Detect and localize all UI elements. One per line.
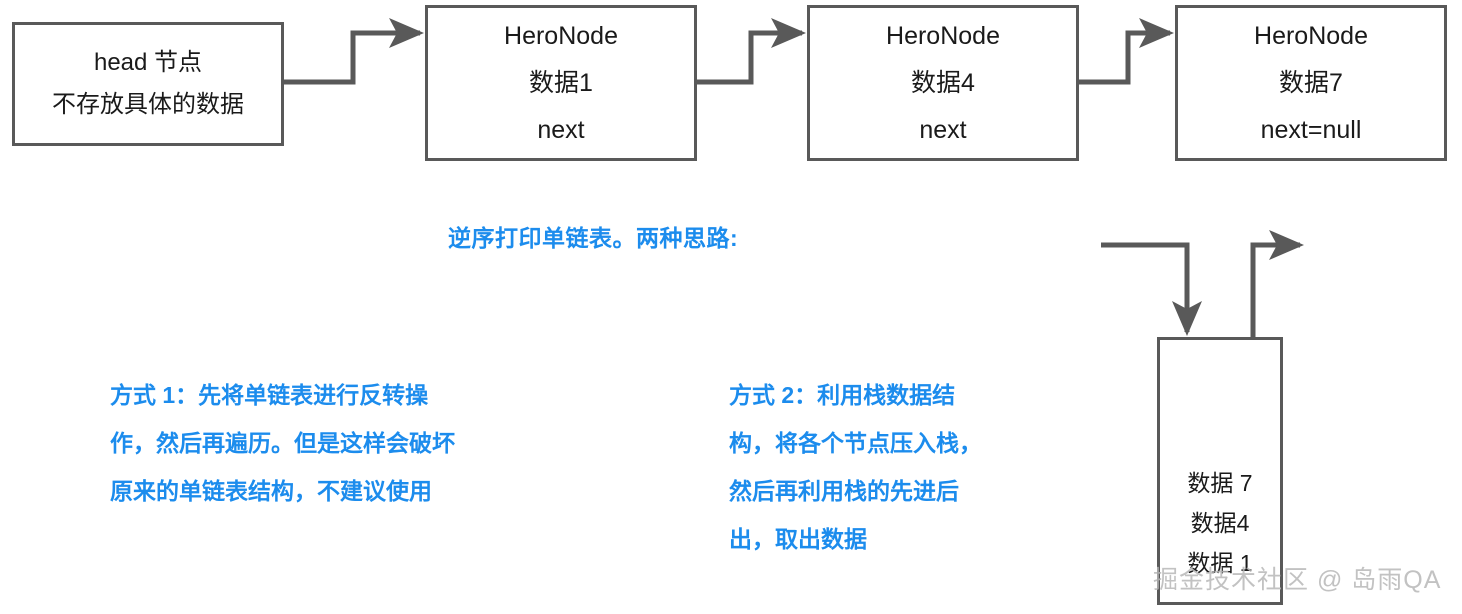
- hero-node-box-1: HeroNode 数据1 next: [425, 5, 697, 161]
- hero-node-box-3: HeroNode 数据7 next=null: [1175, 5, 1447, 161]
- head-node-title: head 节点: [93, 49, 203, 76]
- stack-item: 数据4: [1190, 510, 1250, 536]
- hero-node-data-1: 数据1: [529, 68, 593, 97]
- connector-node2-to-node3: [1079, 18, 1175, 85]
- watermark-text: 掘金技术社区 @ 岛雨QA: [1153, 566, 1442, 594]
- stack-item: 数据 7: [1187, 470, 1253, 496]
- hero-node-box-2: HeroNode 数据4 next: [807, 5, 1079, 161]
- hero-node-type-3: HeroNode: [1254, 21, 1368, 50]
- hero-node-data-3: 数据7: [1279, 68, 1343, 97]
- head-node-description: 不存放具体的数据: [52, 91, 244, 118]
- hero-node-next-2: next: [919, 115, 967, 144]
- connector-pop-from-stack: [1250, 230, 1305, 337]
- stack-item: 数据 1: [1187, 550, 1253, 576]
- hero-node-type-1: HeroNode: [504, 21, 618, 50]
- method-2-text: 方式 2：利用栈数据结 构，将各个节点压入栈， 然后再利用栈的先进后 出，取出数…: [729, 382, 982, 552]
- method-1-text: 方式 1：先将单链表进行反转操 作，然后再遍历。但是这样会破坏 原来的单链表结构…: [110, 382, 455, 504]
- head-node-box: head 节点 不存放具体的数据: [12, 22, 284, 146]
- hero-node-next-1: next: [537, 115, 585, 144]
- hero-node-next-3: next=null: [1260, 115, 1362, 144]
- connector-head-to-node1: [284, 18, 425, 85]
- stack-box: 数据 7 数据4 数据 1: [1157, 337, 1283, 605]
- connector-push-into-stack: [1101, 242, 1202, 337]
- headline-text: 逆序打印单链表。两种思路:: [448, 225, 739, 251]
- connector-node1-to-node2: [697, 18, 807, 85]
- hero-node-type-2: HeroNode: [886, 21, 1000, 50]
- hero-node-data-2: 数据4: [911, 68, 975, 97]
